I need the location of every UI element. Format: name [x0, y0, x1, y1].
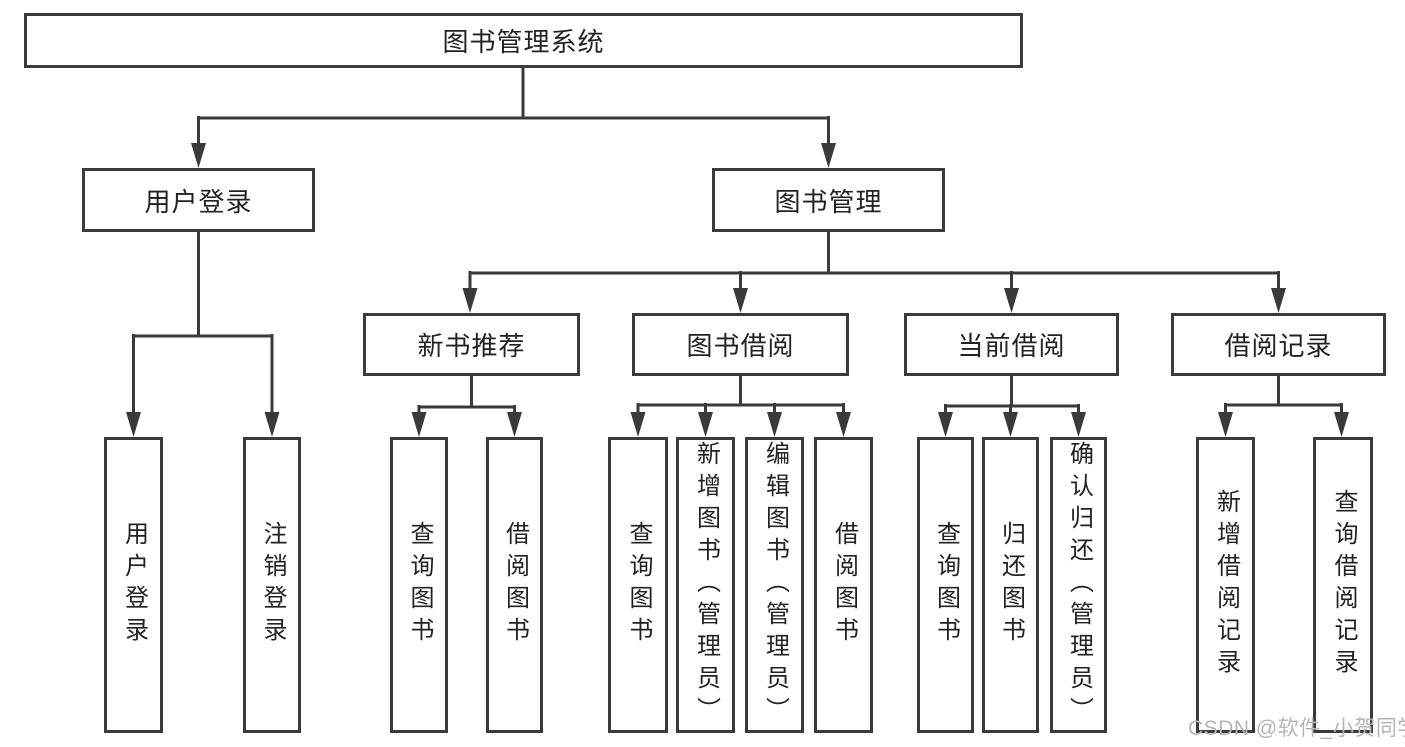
node-new-book-recommend: 新书推荐: [363, 313, 580, 376]
node-root-label: 图书管理系统: [442, 27, 605, 57]
leaf-current-query-books: 查询图书: [917, 437, 974, 733]
leaf-logout: 注销登录: [243, 437, 301, 733]
leaf-borrowing-query-books-label: 查询图书: [625, 521, 652, 649]
node-book-borrowing: 图书借阅: [632, 313, 849, 376]
leaf-records-add-record-label: 新增借阅记录: [1212, 489, 1240, 681]
leaf-records-query-record-label: 查询借阅记录: [1330, 489, 1357, 681]
leaf-logout-label: 注销登录: [259, 521, 286, 649]
leaf-records-add-record: 新增借阅记录: [1196, 437, 1255, 733]
leaf-borrowing-borrow-books: 借阅图书: [814, 437, 873, 733]
leaf-current-return-books-label: 归还图书: [997, 521, 1025, 649]
leaf-borrowing-borrow-books-label: 借阅图书: [830, 521, 858, 649]
leaf-borrowing-edit-books-admin: 编辑图书（管理员）: [745, 437, 804, 733]
leaf-borrowing-query-books: 查询图书: [608, 437, 668, 733]
leaf-recommend-borrow-books-label: 借阅图书: [501, 521, 529, 649]
node-book-management-label: 图书管理: [774, 186, 883, 217]
leaf-current-return-books: 归还图书: [982, 437, 1039, 733]
leaf-records-query-record: 查询借阅记录: [1313, 437, 1373, 733]
leaf-recommend-borrow-books: 借阅图书: [486, 437, 543, 733]
leaf-current-query-books-label: 查询图书: [932, 521, 960, 649]
leaf-recommend-query-books: 查询图书: [390, 437, 448, 733]
node-new-book-recommend-label: 新书推荐: [417, 331, 526, 361]
leaf-user-login-label: 用户登录: [120, 521, 148, 649]
leaf-current-confirm-return-admin: 确认归还（管理员）: [1050, 437, 1107, 733]
node-root: 图书管理系统: [24, 13, 1023, 68]
leaf-borrowing-add-books-admin: 新增图书（管理员）: [676, 437, 735, 733]
node-borrowing-records-label: 借阅记录: [1224, 331, 1333, 361]
leaf-user-login: 用户登录: [104, 437, 163, 733]
leaf-borrowing-edit-books-admin-label: 编辑图书（管理员）: [761, 441, 789, 729]
node-borrowing-records: 借阅记录: [1171, 313, 1386, 376]
node-current-borrowing-label: 当前借阅: [957, 331, 1066, 361]
node-current-borrowing: 当前借阅: [904, 313, 1119, 376]
leaf-borrowing-add-books-admin-label: 新增图书（管理员）: [692, 441, 720, 729]
leaf-current-confirm-return-admin-label: 确认归还（管理员）: [1065, 441, 1093, 729]
node-user-login: 用户登录: [82, 168, 315, 232]
csdn-watermark: CSDN @软件_小贺同学: [1188, 717, 1405, 740]
node-book-borrowing-label: 图书借阅: [686, 331, 795, 361]
leaf-recommend-query-books-label: 查询图书: [406, 521, 433, 649]
node-book-management: 图书管理: [712, 168, 945, 232]
node-user-login-label: 用户登录: [144, 186, 253, 217]
